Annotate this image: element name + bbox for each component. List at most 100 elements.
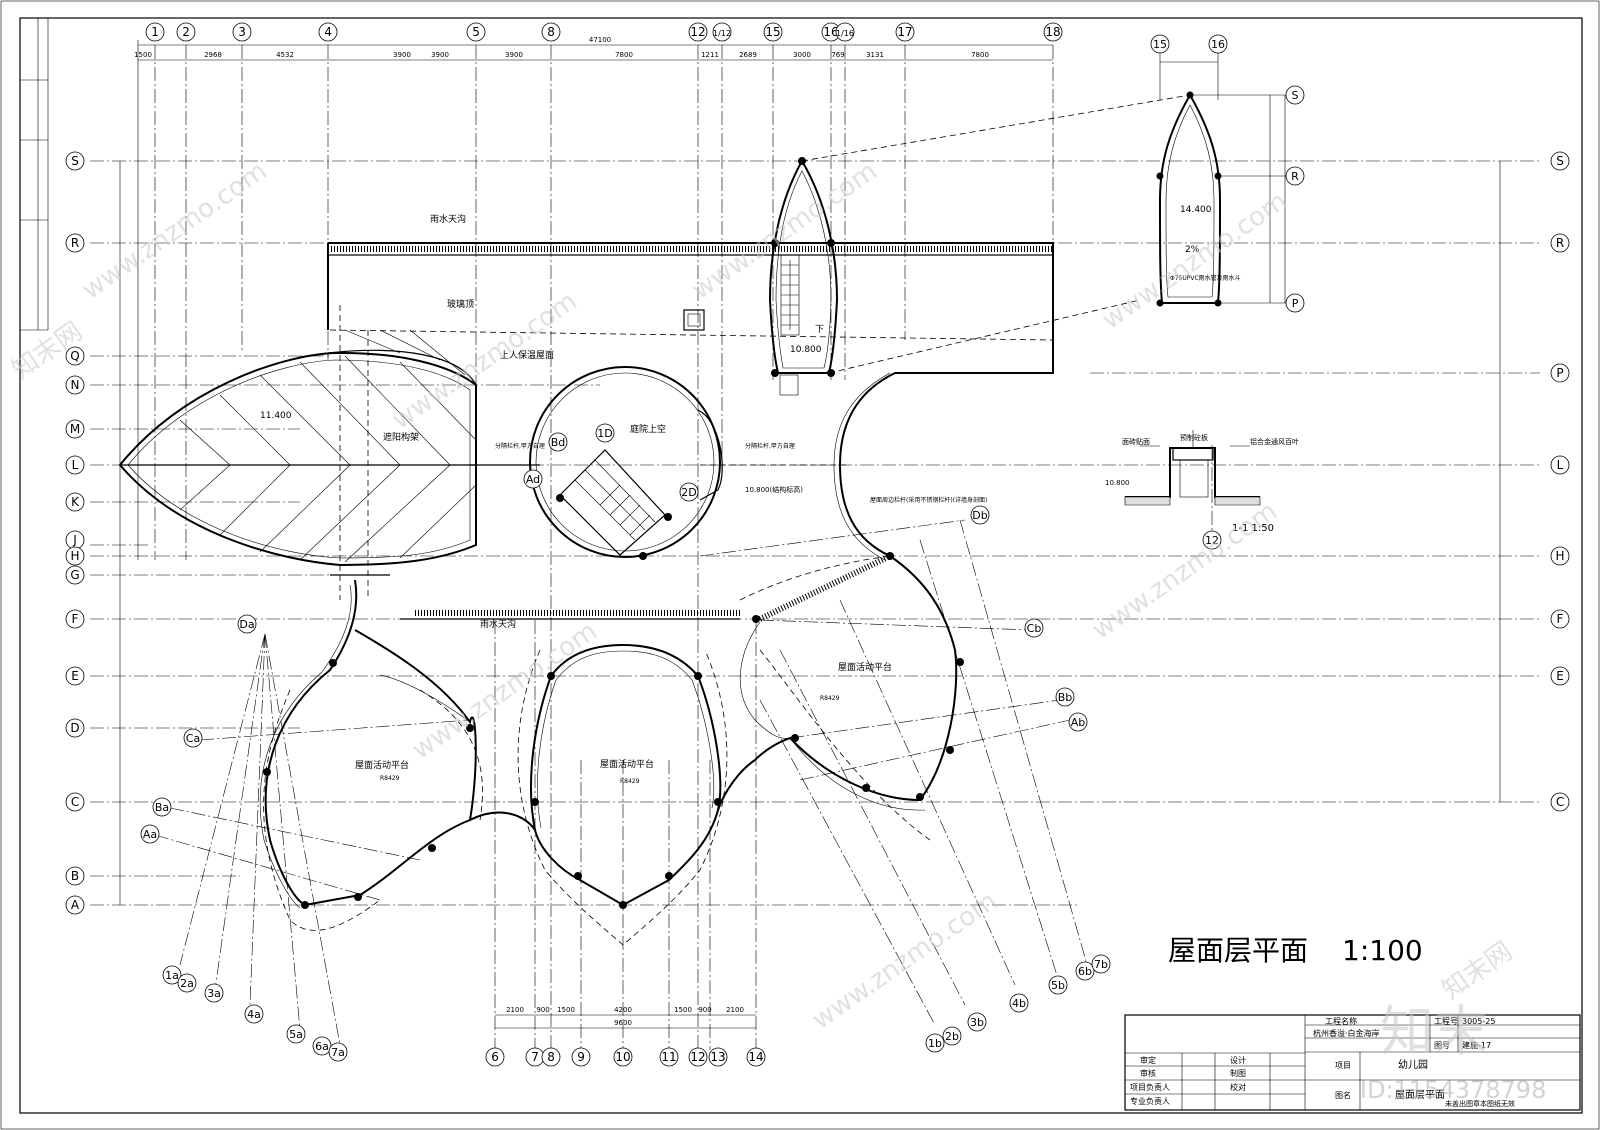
svg-text:www.znzmo.com: www.znzmo.com bbox=[407, 616, 603, 766]
svg-text:1D: 1D bbox=[597, 427, 612, 440]
svg-text:图名: 图名 bbox=[1335, 1090, 1351, 1100]
axis-bubble-right: L bbox=[1550, 455, 1570, 475]
svg-text:Ad: Ad bbox=[526, 473, 540, 486]
axis-bubble-boat: 16 bbox=[1208, 34, 1228, 54]
svg-text:5b: 5b bbox=[1051, 979, 1065, 992]
svg-text:面砖贴面: 面砖贴面 bbox=[1122, 437, 1150, 446]
svg-text:8: 8 bbox=[547, 1050, 555, 1064]
axis-bubble-radial: 4b bbox=[1009, 993, 1029, 1013]
axis-bubble-top: 1/12 bbox=[712, 22, 732, 42]
svg-text:1b: 1b bbox=[928, 1037, 942, 1050]
svg-text:遮阳构架: 遮阳构架 bbox=[383, 431, 419, 443]
svg-text:Bb: Bb bbox=[1058, 691, 1073, 704]
svg-text:2%: 2% bbox=[1185, 245, 1200, 255]
axis-bubble-right: E bbox=[1550, 666, 1570, 686]
svg-text:L: L bbox=[72, 458, 79, 472]
svg-text:未盖出图章本图纸无效: 未盖出图章本图纸无效 bbox=[1445, 1099, 1515, 1108]
svg-text:Ca: Ca bbox=[186, 732, 200, 745]
svg-text:C: C bbox=[71, 795, 79, 809]
axis-bubble-radial: 5a bbox=[286, 1024, 306, 1044]
axis-bubble-bottom: 11 bbox=[659, 1047, 679, 1067]
svg-text:17: 17 bbox=[897, 25, 912, 39]
axis-bubble-radial: Bb bbox=[1055, 687, 1075, 707]
svg-text:H: H bbox=[70, 549, 79, 563]
svg-text:3900: 3900 bbox=[393, 51, 411, 59]
svg-text:屋面周边栏杆(采用不锈钢栏杆)(详墙身剖面): 屋面周边栏杆(采用不锈钢栏杆)(详墙身剖面) bbox=[870, 496, 987, 504]
svg-text:分隔栏杆,甲方自理: 分隔栏杆,甲方自理 bbox=[495, 442, 545, 450]
svg-text:分隔栏杆,甲方自理: 分隔栏杆,甲方自理 bbox=[745, 442, 795, 450]
axis-bubble-bottom: 14 bbox=[746, 1047, 766, 1067]
svg-text:P: P bbox=[1556, 366, 1563, 380]
svg-text:3000: 3000 bbox=[793, 51, 811, 59]
svg-text:3131: 3131 bbox=[866, 51, 884, 59]
axis-bubble-top: 1 bbox=[145, 22, 165, 42]
svg-text:5a: 5a bbox=[289, 1028, 303, 1041]
svg-text:15: 15 bbox=[1153, 38, 1167, 51]
svg-text:K: K bbox=[71, 495, 80, 509]
svg-text:项目负责人: 项目负责人 bbox=[1130, 1082, 1170, 1092]
axis-bubble-radial: 5b bbox=[1048, 975, 1068, 995]
svg-text:7b: 7b bbox=[1094, 958, 1108, 971]
right-connector bbox=[833, 372, 896, 561]
svg-text:ID:1154378798: ID:1154378798 bbox=[1360, 1076, 1546, 1104]
svg-text:3b: 3b bbox=[970, 1016, 984, 1029]
svg-text:玻璃顶: 玻璃顶 bbox=[447, 298, 474, 310]
grid-lines-horizontal bbox=[90, 160, 1540, 906]
svg-text:预制砼板: 预制砼板 bbox=[1180, 433, 1208, 442]
axis-bubble-left: G bbox=[65, 565, 85, 585]
svg-text:B: B bbox=[71, 869, 79, 883]
courtyard-void bbox=[529, 309, 723, 558]
svg-text:11: 11 bbox=[661, 1050, 676, 1064]
axis-bubble-radial: 7a bbox=[328, 1042, 348, 1062]
svg-text:10.800: 10.800 bbox=[790, 345, 822, 355]
axis-bubble-radial: 3a bbox=[204, 983, 224, 1003]
svg-text:11.400: 11.400 bbox=[260, 411, 292, 421]
svg-text:H: H bbox=[1555, 549, 1564, 563]
svg-text:R: R bbox=[1556, 236, 1564, 250]
svg-text:1500: 1500 bbox=[134, 51, 152, 59]
axis-bubble-radial: 3b bbox=[967, 1012, 987, 1032]
svg-text:Cb: Cb bbox=[1027, 622, 1042, 635]
svg-text:审定: 审定 bbox=[1140, 1055, 1156, 1065]
svg-text:Ba: Ba bbox=[155, 801, 169, 814]
svg-text:雨水天沟: 雨水天沟 bbox=[430, 213, 466, 225]
axis-bubble-right: F bbox=[1550, 609, 1570, 629]
svg-text:R8429: R8429 bbox=[820, 695, 840, 702]
axis-bubble-top: 18 bbox=[1043, 22, 1063, 42]
svg-text:www.znzmo.com: www.znzmo.com bbox=[687, 156, 883, 306]
axis-bubble-left: Q bbox=[65, 346, 85, 366]
svg-text:1a: 1a bbox=[165, 969, 179, 982]
axis-bubble-right: H bbox=[1550, 546, 1570, 566]
axis-bubble-top: 12 bbox=[688, 22, 708, 42]
svg-text:18: 18 bbox=[1045, 25, 1060, 39]
grid-lines-vertical bbox=[154, 45, 1054, 1050]
axis-bubble-left: D bbox=[65, 718, 85, 738]
axis-bubble-left: H bbox=[65, 546, 85, 566]
axis-bubble-left: F bbox=[65, 609, 85, 629]
svg-text:1/16: 1/16 bbox=[836, 29, 854, 38]
axis-bubble-left: A bbox=[65, 895, 85, 915]
svg-text:7800: 7800 bbox=[615, 51, 633, 59]
svg-text:校对: 校对 bbox=[1230, 1082, 1246, 1092]
svg-text:屋面活动平台: 屋面活动平台 bbox=[355, 759, 409, 771]
svg-text:14: 14 bbox=[748, 1050, 763, 1064]
axis-bubble-internal: 1D bbox=[595, 423, 615, 443]
axis-bubbles-left: S R Q N M L K J H G F E D C B A bbox=[65, 151, 85, 915]
axis-bubble-radial: 7b bbox=[1091, 954, 1111, 974]
svg-text:Db: Db bbox=[972, 509, 987, 522]
axis-bubble-left: K bbox=[65, 492, 85, 512]
petal-platform-middle bbox=[469, 643, 756, 946]
svg-text:7: 7 bbox=[531, 1050, 539, 1064]
axis-bubble-internal: Ad bbox=[523, 469, 543, 489]
svg-text:铝合金通风百叶: 铝合金通风百叶 bbox=[1250, 437, 1299, 446]
glass-roof bbox=[327, 329, 477, 386]
svg-text:10: 10 bbox=[615, 1050, 630, 1064]
svg-text:下: 下 bbox=[815, 325, 824, 335]
axis-bubble-radial: 2b bbox=[942, 1026, 962, 1046]
svg-text:Da: Da bbox=[239, 618, 254, 631]
svg-text:12: 12 bbox=[690, 25, 705, 39]
svg-text:2100: 2100 bbox=[726, 1006, 744, 1014]
svg-text:屋面活动平台: 屋面活动平台 bbox=[600, 758, 654, 770]
